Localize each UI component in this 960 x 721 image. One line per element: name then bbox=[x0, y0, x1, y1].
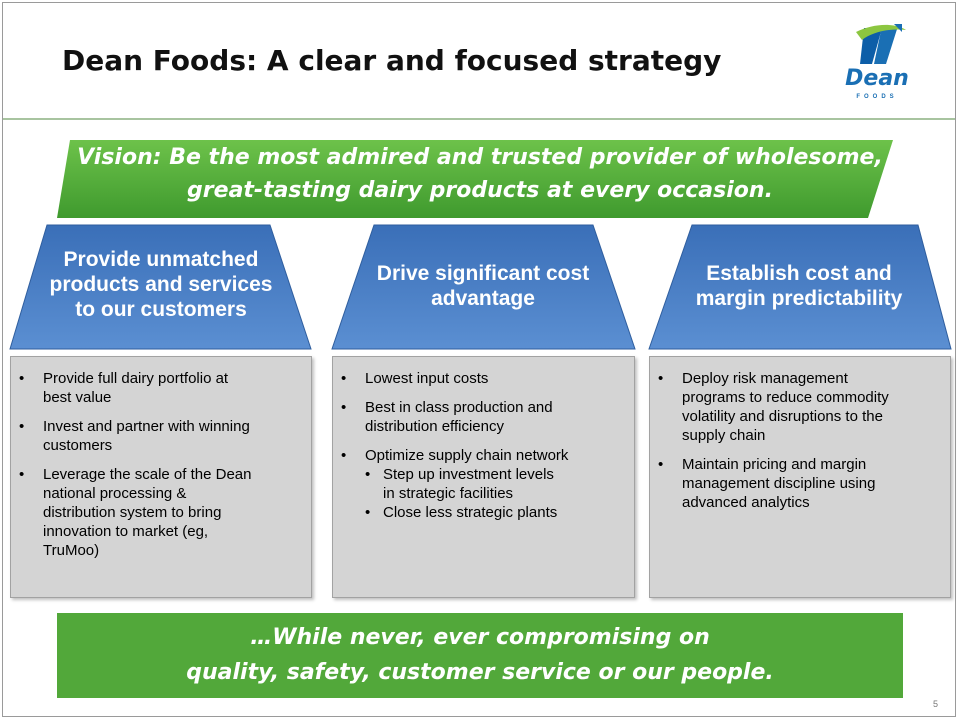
pillar-3-heading-line: margin predictability bbox=[695, 287, 903, 310]
sub-bullet-item: • Step up investment levels in strategic… bbox=[333, 465, 634, 503]
pillar-1-shape bbox=[9, 224, 312, 350]
bullet-dot: • bbox=[341, 370, 347, 387]
bullet-line: Step up investment levels bbox=[383, 466, 554, 483]
pillar-1-bullets: • Provide full dairy portfolio at best v… bbox=[11, 369, 311, 560]
bullet-dot: • bbox=[658, 456, 664, 473]
pillar-3-shape bbox=[648, 224, 952, 350]
bullet-line: best value bbox=[43, 389, 112, 406]
bullet-dot: • bbox=[365, 466, 371, 483]
bullet-item: • Lowest input costs bbox=[333, 369, 634, 388]
bullet-line: supply chain bbox=[682, 427, 766, 444]
bullet-line: distribution efficiency bbox=[365, 418, 504, 435]
bullet-dot: • bbox=[658, 370, 664, 387]
bullet-item: • Optimize supply chain network bbox=[333, 446, 634, 465]
pillar-1-heading: Provide unmatched products and services … bbox=[20, 247, 302, 322]
bullet-item: • Maintain pricing and margin management… bbox=[650, 455, 950, 512]
sub-bullet-item: • Close less strategic plants bbox=[333, 503, 634, 522]
vision-banner bbox=[57, 140, 893, 218]
bullet-line: programs to reduce commodity bbox=[682, 389, 889, 406]
bullet-dot: • bbox=[341, 399, 347, 416]
bullet-item: • Deploy risk management programs to red… bbox=[650, 369, 950, 445]
bullet-dot: • bbox=[341, 447, 347, 464]
bullet-line: innovation to market (eg, bbox=[43, 523, 209, 540]
bullet-line: national processing & bbox=[43, 485, 187, 502]
title-divider bbox=[3, 118, 955, 120]
bullet-dot: • bbox=[19, 418, 25, 435]
pillar-3-bullets: • Deploy risk management programs to red… bbox=[650, 369, 950, 512]
pillar-2-shape bbox=[331, 224, 636, 350]
vision-line-1: Vision: Be the most admired and trusted … bbox=[77, 145, 883, 170]
bullet-line: Lowest input costs bbox=[365, 370, 489, 387]
bullet-line: advanced analytics bbox=[682, 494, 810, 511]
pillar-3-box: • Deploy risk management programs to red… bbox=[649, 356, 951, 598]
pillar-2-bullets: • Lowest input costs • Best in class pro… bbox=[333, 369, 634, 522]
bullet-line: customers bbox=[43, 437, 113, 454]
page-number: 5 bbox=[933, 699, 939, 709]
bullet-dot: • bbox=[19, 370, 25, 387]
bullet-dot: • bbox=[19, 466, 25, 483]
bullet-line: volatility and disruptions to the bbox=[682, 408, 883, 425]
pillar-1-heading-line: Provide unmatched bbox=[63, 248, 259, 271]
pillar-shapes bbox=[9, 224, 952, 350]
dean-logo-icon bbox=[856, 24, 906, 64]
pillar-1-box: • Provide full dairy portfolio at best v… bbox=[10, 356, 312, 598]
bullet-line: in strategic facilities bbox=[383, 485, 514, 502]
bullet-line: management discipline using bbox=[682, 475, 876, 492]
pillar-2-heading-line: Drive significant cost bbox=[376, 262, 590, 285]
vision-line-2: great-tasting dairy products at every oc… bbox=[187, 178, 773, 203]
bullet-line: Provide full dairy portfolio at bbox=[43, 370, 229, 387]
bullet-line: Leverage the scale of the Dean bbox=[43, 466, 252, 483]
slide-title: Dean Foods: A clear and focused strategy bbox=[62, 44, 722, 77]
bullet-item: • Best in class production and distribut… bbox=[333, 398, 634, 436]
bullet-line: TruMoo) bbox=[43, 542, 100, 559]
footer-statement: …While never, ever compromising on quali… bbox=[57, 620, 903, 690]
vision-statement: Vision: Be the most admired and trusted … bbox=[60, 141, 900, 207]
bullet-item: • Provide full dairy portfolio at best v… bbox=[11, 369, 311, 407]
pillar-1-heading-line: products and services bbox=[49, 273, 273, 296]
pillar-3-heading: Establish cost and margin predictability bbox=[658, 261, 940, 311]
bullet-item: • Leverage the scale of the Dean nationa… bbox=[11, 465, 311, 560]
bullet-dot: • bbox=[365, 504, 371, 521]
pillar-3-heading-line: Establish cost and bbox=[706, 262, 892, 285]
pillar-2-heading-line: advantage bbox=[431, 287, 535, 310]
bullet-line: Close less strategic plants bbox=[383, 504, 558, 521]
bullet-line: Invest and partner with winning bbox=[43, 418, 250, 435]
bullet-line: Deploy risk management bbox=[682, 370, 848, 387]
logo-wordmark: Dean bbox=[845, 66, 909, 91]
logo-subtitle: FOODS bbox=[856, 94, 898, 100]
bullet-item: • Invest and partner with winning custom… bbox=[11, 417, 311, 455]
bullet-line: Optimize supply chain network bbox=[365, 447, 569, 464]
bullet-line: Best in class production and bbox=[365, 399, 553, 416]
footer-banner bbox=[57, 613, 903, 698]
footer-line-1: …While never, ever compromising on bbox=[250, 625, 710, 650]
bullet-line: distribution system to bring bbox=[43, 504, 222, 521]
bullet-line: Maintain pricing and margin bbox=[682, 456, 867, 473]
pillar-2-heading: Drive significant cost advantage bbox=[342, 261, 624, 311]
pillar-2-box: • Lowest input costs • Best in class pro… bbox=[332, 356, 635, 598]
pillar-1-heading-line: to our customers bbox=[75, 298, 247, 321]
footer-line-2: quality, safety, customer service or our… bbox=[186, 660, 774, 685]
